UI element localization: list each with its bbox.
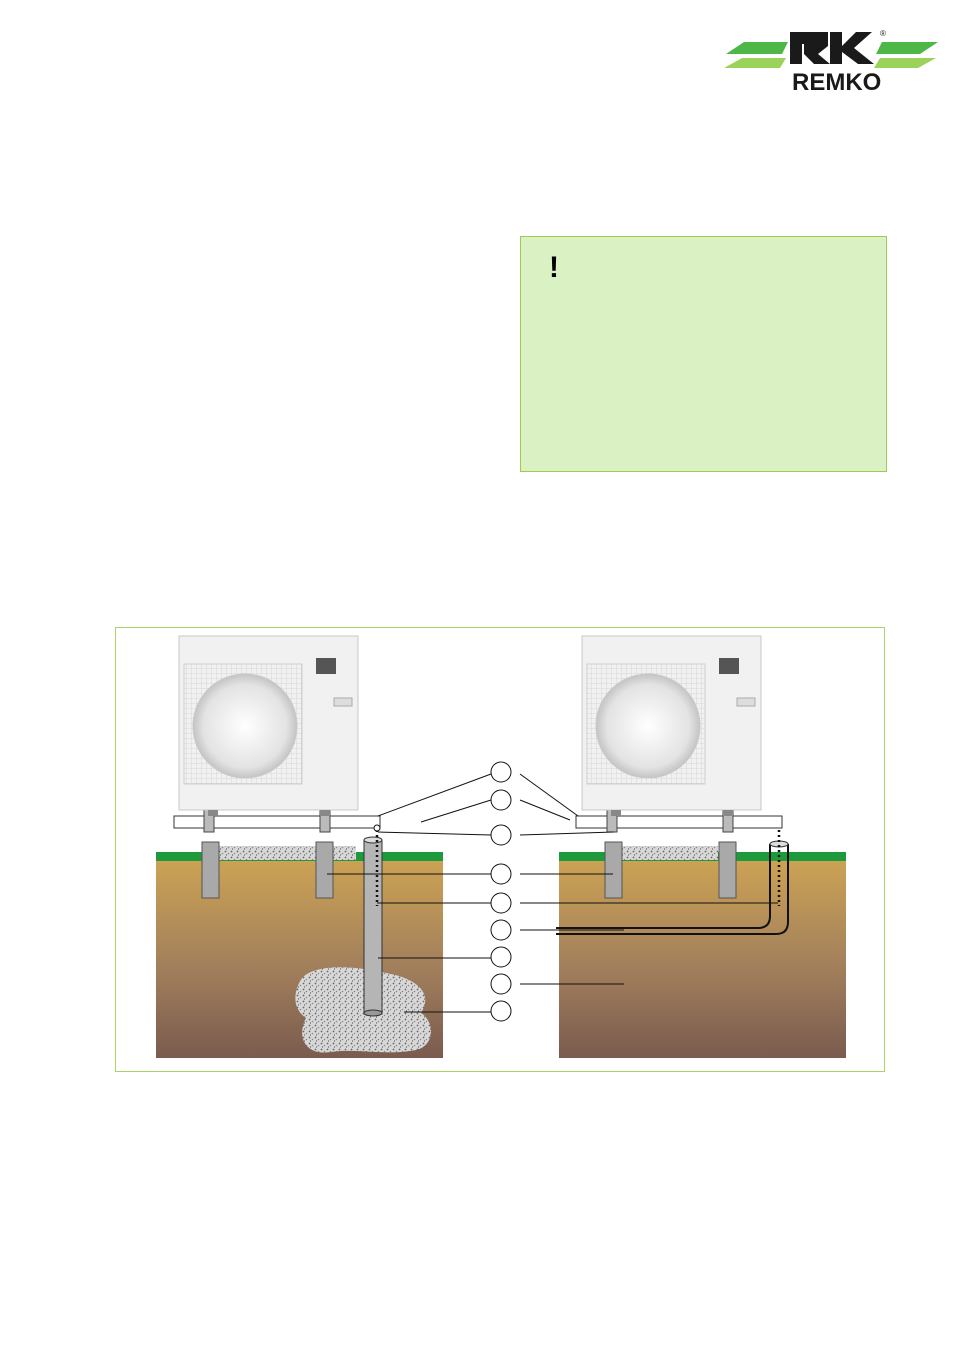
callout-marker-9 xyxy=(490,1000,512,1022)
drain-connector xyxy=(373,824,381,832)
unit-logo-badge-right xyxy=(719,658,739,674)
concrete-foundation-3 xyxy=(604,841,623,899)
drain-pipe-bottom xyxy=(363,1009,383,1017)
gravel-bed-left xyxy=(216,846,356,860)
gravel-bed-right xyxy=(622,846,718,860)
callout-marker-1 xyxy=(490,761,512,783)
registered-mark: ® xyxy=(880,29,886,38)
concrete-foundation-1 xyxy=(201,841,220,899)
left-scene xyxy=(156,635,443,1058)
foundation-diagram xyxy=(156,635,846,1058)
callout-marker-7 xyxy=(490,946,512,968)
drain-pipe xyxy=(363,839,383,1015)
right-scene xyxy=(556,635,846,1058)
remko-logo-graphic: REMKO ® xyxy=(724,29,938,96)
callout-marker-6 xyxy=(490,919,512,941)
drain-hose-outer xyxy=(556,844,771,929)
callout-marker-2 xyxy=(490,789,512,811)
logo-text: REMKO xyxy=(792,69,881,96)
callout-markers xyxy=(490,761,512,1022)
unit-handle-right xyxy=(736,697,756,707)
callout-marker-4 xyxy=(490,863,512,885)
drain-pipe-top xyxy=(363,836,383,844)
concrete-foundation-4 xyxy=(718,841,737,899)
unit-logo-badge xyxy=(316,658,336,674)
drain-hose-inner xyxy=(556,844,789,935)
callout-marker-8 xyxy=(490,973,512,995)
soil-right xyxy=(559,852,846,1058)
foundation-figure xyxy=(115,627,885,1072)
notice-box: ! xyxy=(520,236,887,472)
callout-lines xyxy=(327,773,778,1013)
concrete-foundation-2 xyxy=(315,841,334,899)
unit-handle xyxy=(333,697,353,707)
callout-marker-3 xyxy=(490,824,512,846)
outdoor-unit-left xyxy=(178,635,359,816)
callout-marker-5 xyxy=(490,892,512,914)
remko-logo: REMKO ® xyxy=(722,24,940,96)
gravel-pit xyxy=(295,967,432,1053)
outdoor-unit-right xyxy=(581,635,762,816)
exclamation-icon: ! xyxy=(549,251,559,284)
